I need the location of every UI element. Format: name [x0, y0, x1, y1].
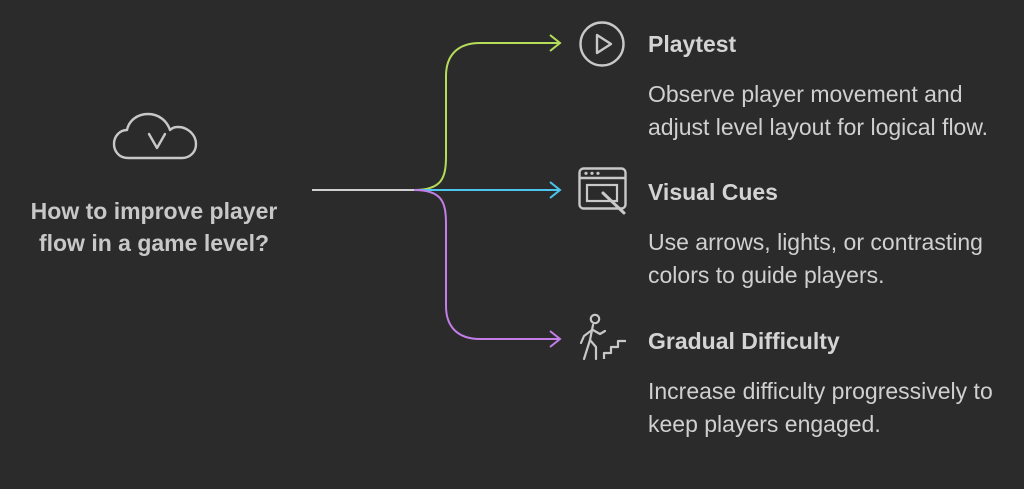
branch-title-playtest: Playtest	[648, 31, 737, 57]
arrowhead-visual-cues	[549, 181, 562, 199]
branch-description-playtest: Observe player movement and adjust level…	[648, 81, 989, 140]
branch-title-visual-cues: Visual Cues	[648, 179, 778, 205]
central-question: How to improve player flow in a game lev…	[30, 198, 278, 256]
branch-description-visual-cues: Use arrows, lights, or contrasting color…	[648, 229, 983, 288]
screen-pointer-icon	[578, 167, 627, 215]
climbing-stairs-icon	[579, 313, 626, 361]
branch-connector-gradual-difficulty	[413, 189, 559, 340]
branch-title-gradual-difficulty: Gradual Difficulty	[648, 328, 840, 354]
play-circle-icon	[579, 21, 625, 67]
cloud-download-icon	[112, 112, 198, 160]
arrowhead-gradual-difficulty	[549, 330, 562, 348]
branch-connector-playtest	[413, 42, 559, 191]
arrowhead-playtest	[549, 34, 562, 52]
branch-description-gradual-difficulty: Increase difficulty progressively to kee…	[648, 378, 993, 437]
